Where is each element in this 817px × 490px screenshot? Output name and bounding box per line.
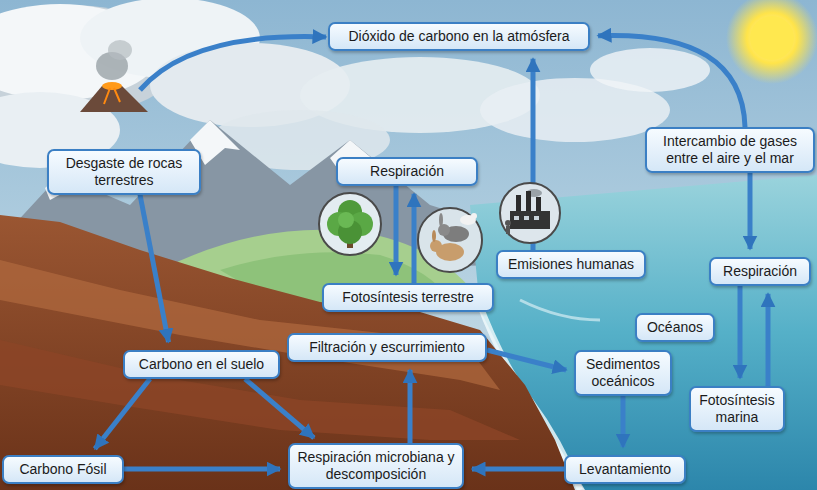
factory-icon (516, 195, 521, 211)
process-box: Océanos (635, 313, 715, 342)
box-label: Respiración (345, 163, 469, 180)
process-box: Fotosíntesis terrestre (322, 283, 494, 312)
box-label: Filtración y escurrimiento (296, 339, 478, 356)
volcano (102, 82, 122, 90)
factory-icon (514, 216, 519, 220)
process-box: Filtración y escurrimiento (287, 333, 487, 362)
sun (726, 0, 817, 84)
box-label: Océanos (644, 319, 706, 336)
process-box: Levantamiento (564, 455, 686, 484)
land (0, 215, 575, 490)
tree-icon (319, 193, 381, 255)
volcano (140, 37, 326, 90)
factory-icon (505, 220, 511, 226)
tree-icon (319, 193, 381, 255)
flow-arrow (738, 286, 743, 378)
animals-icon (438, 224, 450, 236)
box-label: Carbono Fósil (11, 461, 115, 478)
box-label: Fotosíntesis marina (698, 392, 776, 426)
flow-arrow (412, 194, 417, 283)
flow-arrow (487, 350, 566, 370)
factory-icon (506, 226, 510, 234)
clouds (590, 48, 710, 92)
process-box: Sedimentos oceánicos (574, 350, 672, 396)
process-box: Desgaste de rocas terrestres (47, 149, 201, 195)
animals-icon (418, 208, 482, 272)
box-label: Sedimentos oceánicos (583, 356, 663, 390)
process-box: Carbono en el suelo (123, 350, 280, 379)
flow-arrow (748, 173, 753, 249)
process-box: Dióxido de carbono en la atmósfera (328, 22, 590, 51)
process-box: Carbono Fósil (2, 455, 124, 484)
process-box: Respiración microbiana y descomposición (288, 443, 464, 489)
box-label: Respiración microbiana y descomposición (297, 449, 455, 483)
flow-arrow (621, 396, 626, 447)
process-box: Respiración (709, 257, 811, 286)
sun (726, 0, 817, 84)
sea (520, 300, 600, 320)
flow-arrow (95, 379, 150, 449)
box-label: Respiración (718, 263, 802, 280)
flow-arrow (408, 370, 413, 443)
factory-icon (524, 216, 529, 220)
box-label: Dióxido de carbono en la atmósfera (337, 28, 581, 45)
box-label: Emisiones humanas (505, 256, 637, 273)
sun (750, 16, 794, 60)
volcano (104, 88, 120, 104)
flow-arrow (766, 294, 771, 386)
box-label: Fotosíntesis terrestre (331, 289, 485, 306)
process-box: Fotosíntesis marina (689, 386, 785, 432)
animals-icon (432, 230, 436, 242)
factory-icon (510, 211, 550, 229)
volcano (80, 37, 326, 112)
factory-icon (536, 197, 541, 211)
flow-arrow (598, 35, 745, 127)
box-label: Carbono en el suelo (132, 356, 271, 373)
box-label: Levantamiento (573, 461, 677, 478)
animals-icon (430, 240, 442, 252)
process-box: Respiración (336, 157, 478, 186)
volcano (80, 86, 148, 112)
animals-icon (471, 213, 477, 219)
animals-icon (439, 213, 443, 227)
process-box: Intercambio de gases entre el aire y el … (645, 127, 815, 173)
animals-icon (418, 208, 482, 272)
box-label: Intercambio de gases entre el aire y el … (654, 133, 806, 167)
factory-icon (500, 183, 560, 243)
land (0, 340, 520, 440)
flow-arrow (472, 467, 564, 472)
process-box: Emisiones humanas (496, 250, 646, 279)
flow-arrow (394, 186, 399, 275)
factory-icon (534, 216, 539, 220)
land (0, 215, 575, 490)
flow-arrow (140, 195, 169, 343)
volcano (108, 40, 132, 60)
flow-arrow (124, 467, 280, 472)
tree-icon (338, 212, 354, 228)
flow-arrow (245, 379, 314, 438)
box-label: Desgaste de rocas terrestres (56, 155, 192, 189)
factory-icon (526, 191, 531, 211)
factory-icon (500, 183, 560, 243)
